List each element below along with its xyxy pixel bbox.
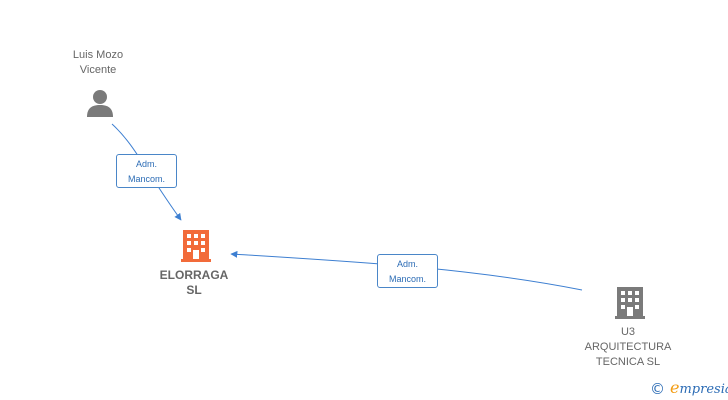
brand-logo: © empresia	[650, 380, 728, 398]
edge-label-line1: Adm.	[135, 159, 157, 169]
elorraga-name-label[interactable]: ELORRAGA SL	[159, 268, 229, 297]
u3-name-label[interactable]: U3 ARQUITECTURA TECNICA SL	[584, 326, 672, 368]
brand-wordmark: empresia	[670, 380, 728, 398]
building-icon[interactable]	[181, 228, 211, 262]
person-icon[interactable]	[86, 88, 114, 118]
edge-label-line1: Adm.	[396, 259, 418, 269]
edge-label-company-role: Adm. Mancom.	[377, 254, 438, 288]
edge-label-person-role: Adm. Mancom.	[116, 154, 177, 188]
edge-label-line2: Mancom.	[388, 274, 426, 284]
building-icon-secondary[interactable]	[615, 285, 645, 319]
edge-label-line2: Mancom.	[127, 174, 165, 184]
brand-e-letter: e	[670, 378, 680, 397]
brand-rest: mpresia	[679, 382, 728, 397]
person-name-label[interactable]: Luis Mozo Vicente	[72, 49, 124, 76]
copyright-icon: ©	[650, 380, 665, 398]
